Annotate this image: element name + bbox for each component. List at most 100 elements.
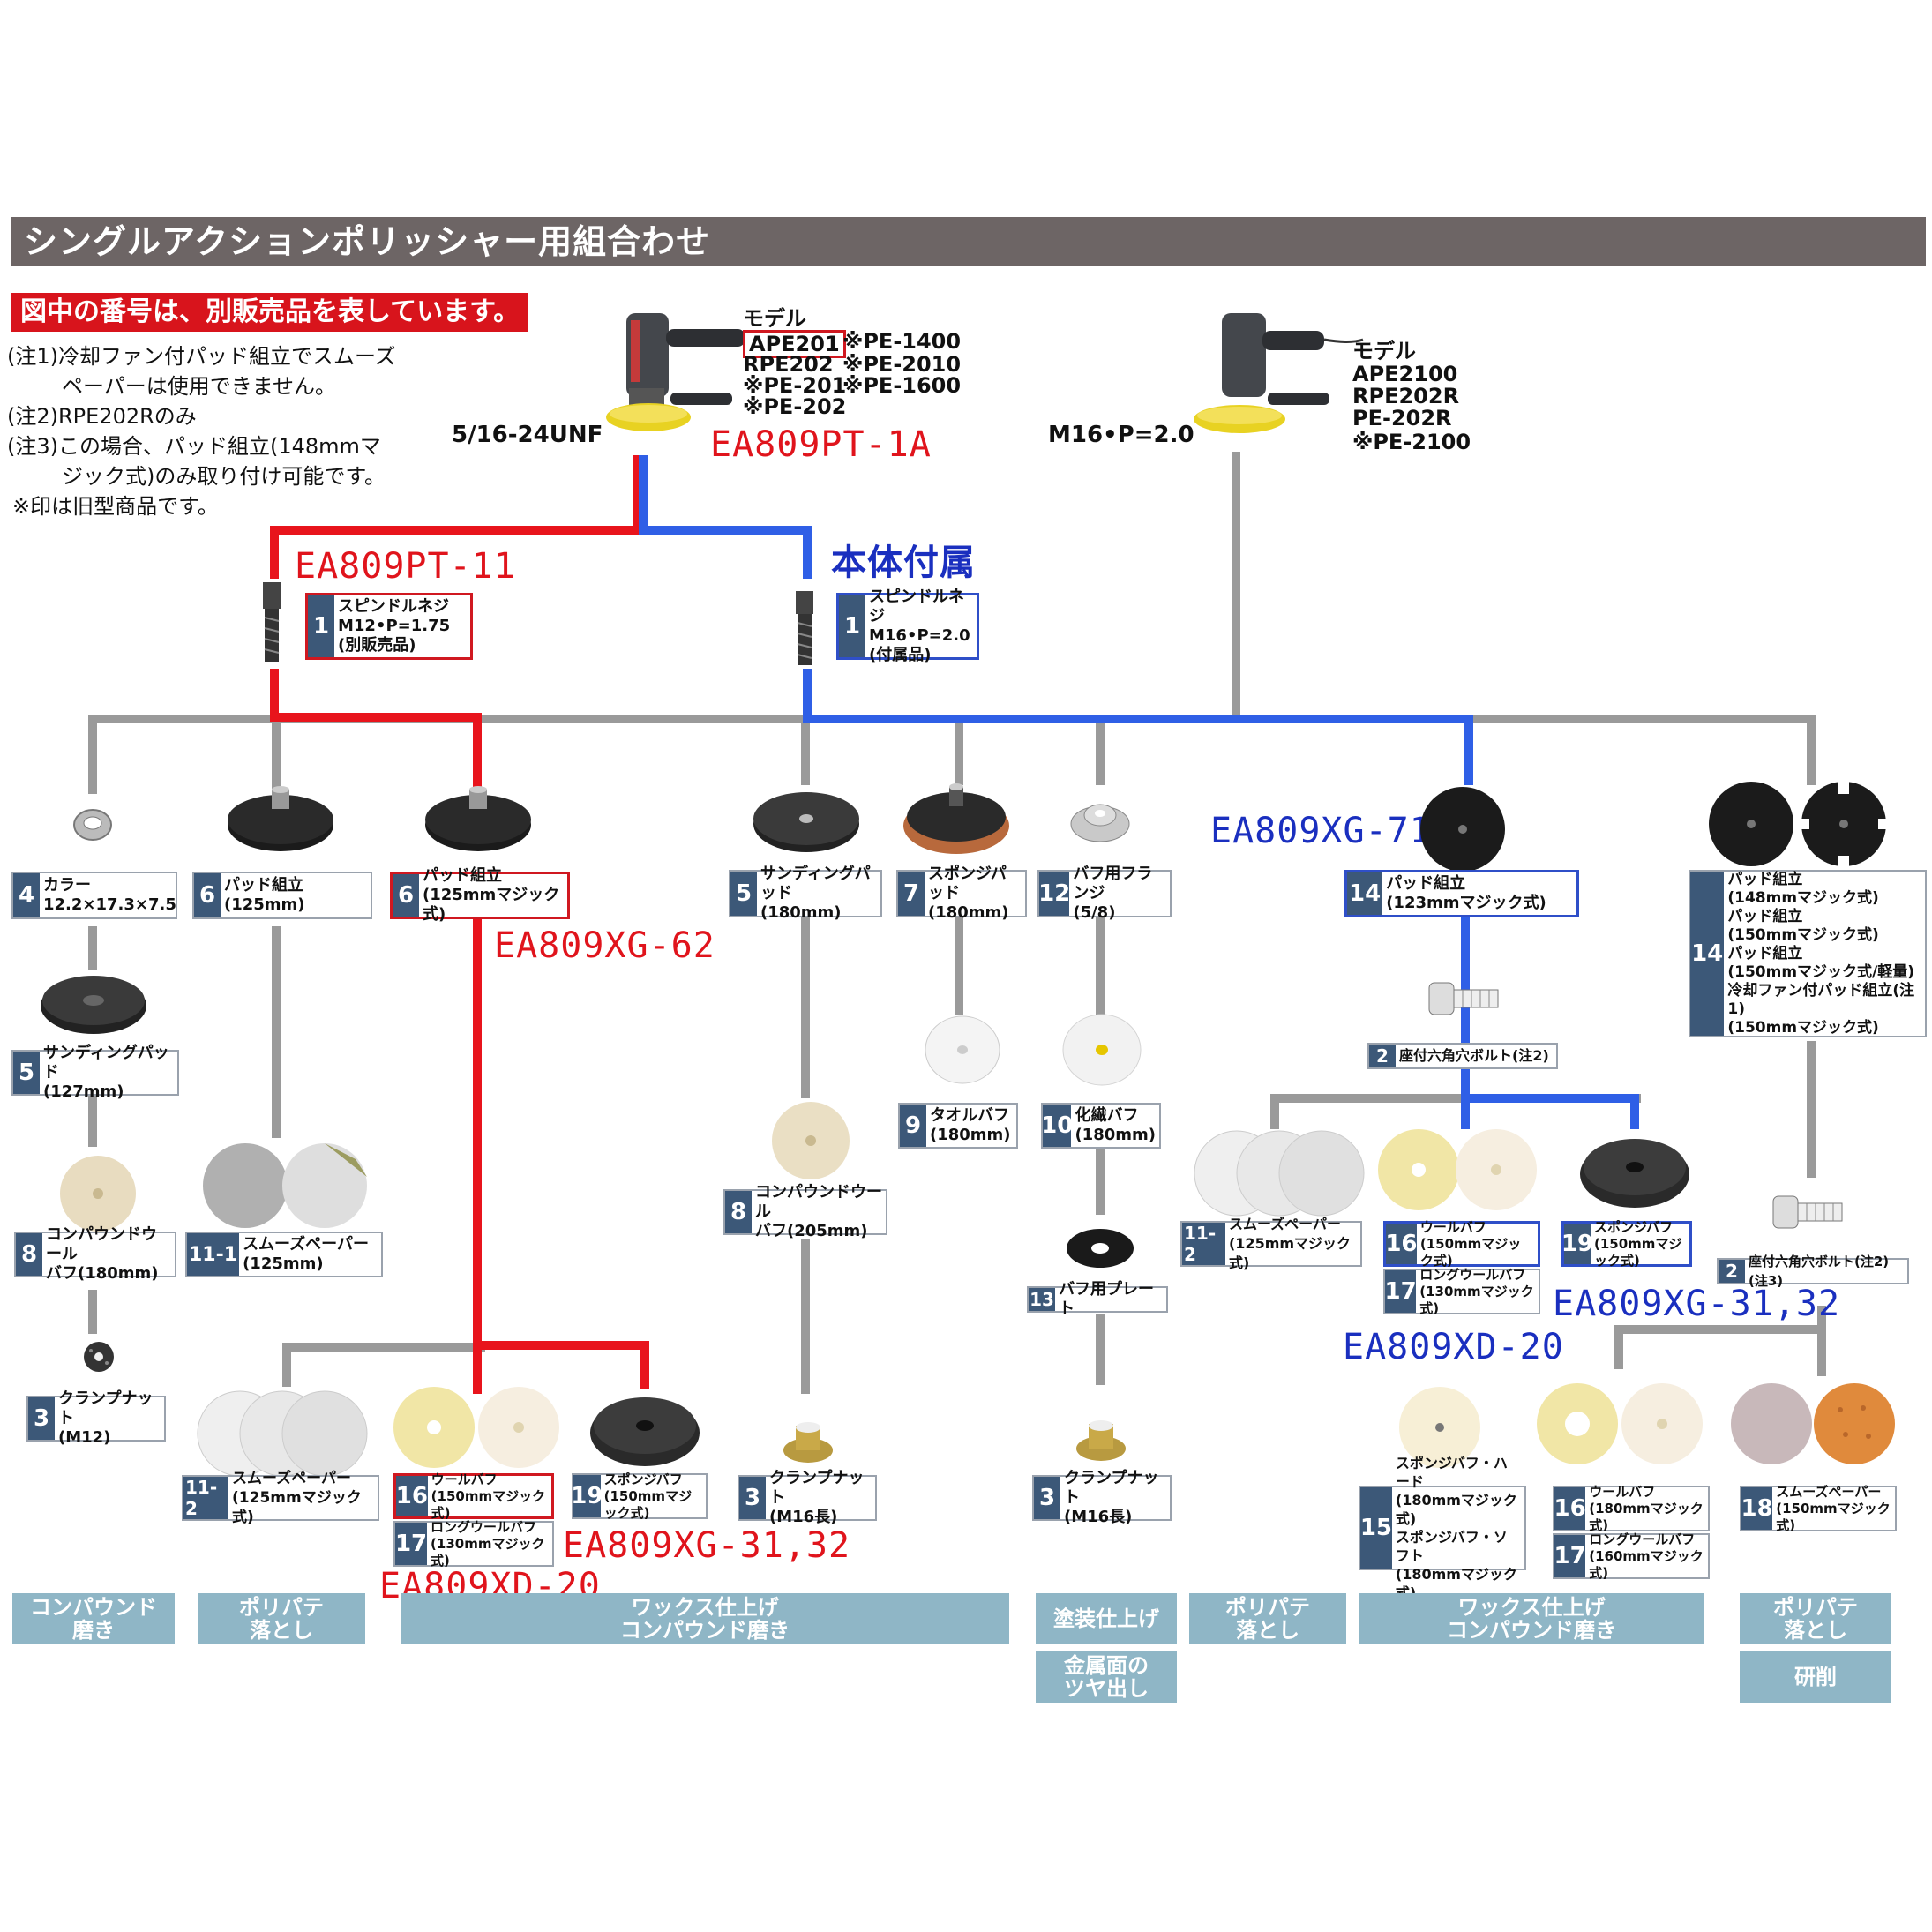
part-label: 座付六角穴ボルト(注2) xyxy=(1399,1047,1549,1064)
part-label: スピンドルネジ M12•P=1.75 (別販売品) xyxy=(338,597,451,655)
category-label: ワックス仕上げ コンパウンド磨き xyxy=(1359,1593,1704,1644)
model-item: ※PE-202 xyxy=(743,394,847,419)
part-label: パッド組立 (148mmマジック式) パッド組立 (150mmマジック式) パッ… xyxy=(1727,870,1915,1037)
connector-line xyxy=(88,1290,97,1334)
part-number: 8 xyxy=(725,1191,752,1233)
clamp-nut-icon xyxy=(1076,1420,1126,1461)
collar-icon xyxy=(73,809,112,841)
part-number: 5 xyxy=(13,1052,40,1094)
towel-buff-icon xyxy=(925,1015,1000,1084)
sponge-buff-icon xyxy=(1399,1387,1480,1468)
connector-line xyxy=(272,715,281,794)
part-label: タオルバフ (180mm) xyxy=(930,1106,1011,1144)
code-ea809xg-31-32-left: EA809XG-31,32 xyxy=(563,1525,851,1566)
connector-line xyxy=(1614,1325,1623,1369)
part-label: スムーズペーパー (150mmマジック式) xyxy=(1776,1483,1891,1533)
part-number: 3 xyxy=(739,1477,766,1519)
category-label: 金属面の ツヤ出し xyxy=(1036,1651,1177,1703)
part-label: スポンジパッド (180mm) xyxy=(928,865,1009,922)
note-line: ※印は旧型商品です。 xyxy=(12,494,219,519)
part-label: スムーズペーパー (125mmマジック式) xyxy=(1228,1216,1352,1271)
connector-line-red xyxy=(473,1341,649,1350)
model-item: RPE202R xyxy=(1352,384,1460,408)
part-label: スポンジバフ (150mmマジック式) xyxy=(603,1471,693,1521)
connector-line-red xyxy=(473,917,482,1394)
part-number: 1 xyxy=(839,595,865,657)
pad-assembly-icon xyxy=(425,786,531,851)
model-item: ※PE-1600 xyxy=(842,373,962,398)
polisher-left-image xyxy=(606,313,745,431)
connector-line xyxy=(1232,452,1240,716)
part-number: 5 xyxy=(730,872,757,916)
part-number: 2 xyxy=(1369,1045,1396,1067)
part-number: 6 xyxy=(194,873,221,917)
label-attached: 本体付属 xyxy=(831,543,976,583)
connector-line-blue xyxy=(639,455,648,535)
part-number: 7 xyxy=(898,872,925,916)
part-label: バフ用プレート xyxy=(1059,1280,1155,1318)
part-label: パッド組立 (123mmマジック式) xyxy=(1386,874,1546,912)
code-ea809xg-31-32-right: EA809XG-31,32 xyxy=(1553,1284,1841,1324)
connector-line xyxy=(801,715,810,785)
part-label: スムーズペーパー (125mm) xyxy=(243,1235,369,1273)
part-number: 19 xyxy=(1561,1224,1593,1264)
part-number: 16 xyxy=(396,1476,428,1516)
connector-line-blue xyxy=(1630,1094,1639,1129)
note-line: (注3)この場合、パッド組立(148mmマ xyxy=(7,434,381,459)
pad-assembly-magic-icon xyxy=(1420,787,1505,872)
part-number: 2 xyxy=(1719,1260,1745,1283)
connector-line-blue xyxy=(803,669,812,723)
connector-line-red xyxy=(473,713,482,787)
part-number: 9 xyxy=(900,1105,926,1147)
polisher-right-image xyxy=(1194,313,1364,433)
part-number: 11-1 xyxy=(187,1233,240,1276)
part-number: 8 xyxy=(16,1233,42,1276)
connector-line-blue xyxy=(1461,1094,1470,1129)
connector-line-red xyxy=(270,713,482,722)
note-line: ジック式)のみ取り付け可能です。 xyxy=(62,464,386,489)
pad-assembly-icon xyxy=(228,786,333,851)
category-label: ポリパテ 落とし xyxy=(1189,1593,1346,1644)
connector-line-blue xyxy=(1464,715,1473,785)
model-item: ※PE-1400 xyxy=(842,329,962,354)
connector-line-blue xyxy=(1461,1094,1639,1103)
connector-line xyxy=(282,1343,291,1387)
connector-line xyxy=(1096,1149,1105,1215)
code-ea809xg-71: EA809XG-71 xyxy=(1210,811,1432,851)
part-number: 17 xyxy=(1385,1270,1417,1313)
sanding-pad-icon xyxy=(41,976,146,1034)
wool-buff-icon xyxy=(393,1387,559,1468)
part-label: サンディングパッド (180mm) xyxy=(760,865,871,922)
part-label: ウールバフ (180mmマジック式) xyxy=(1589,1483,1704,1533)
buff-plate-icon xyxy=(1067,1229,1134,1268)
wool-buff-icon xyxy=(1378,1129,1537,1210)
part-number: 17 xyxy=(395,1523,427,1565)
connector-line xyxy=(88,1094,97,1147)
part-label: コンパウンドウール バフ(205mm) xyxy=(755,1183,882,1240)
part-number: 13 xyxy=(1029,1288,1056,1311)
thread-spec-right: M16•P=2.0 xyxy=(1048,422,1194,448)
part-number: 19 xyxy=(571,1475,603,1517)
part-label: クランプナット (M16長) xyxy=(769,1469,865,1526)
part-label: スポンジバフ (150mmマジック式) xyxy=(1594,1218,1682,1269)
part-number: 3 xyxy=(1034,1477,1060,1519)
part-label: コンパウンドウール バフ(180mm) xyxy=(46,1225,159,1283)
connector-line xyxy=(88,715,97,794)
part-label: 化繊バフ (180mm) xyxy=(1075,1106,1156,1144)
connector-line xyxy=(955,917,963,1015)
part-label: ロングウールバフ (160mmマジック式) xyxy=(1589,1531,1704,1581)
connector-line-red xyxy=(640,1341,649,1389)
part-number: 4 xyxy=(13,873,40,917)
category-label: 塗装仕上げ xyxy=(1036,1593,1177,1644)
